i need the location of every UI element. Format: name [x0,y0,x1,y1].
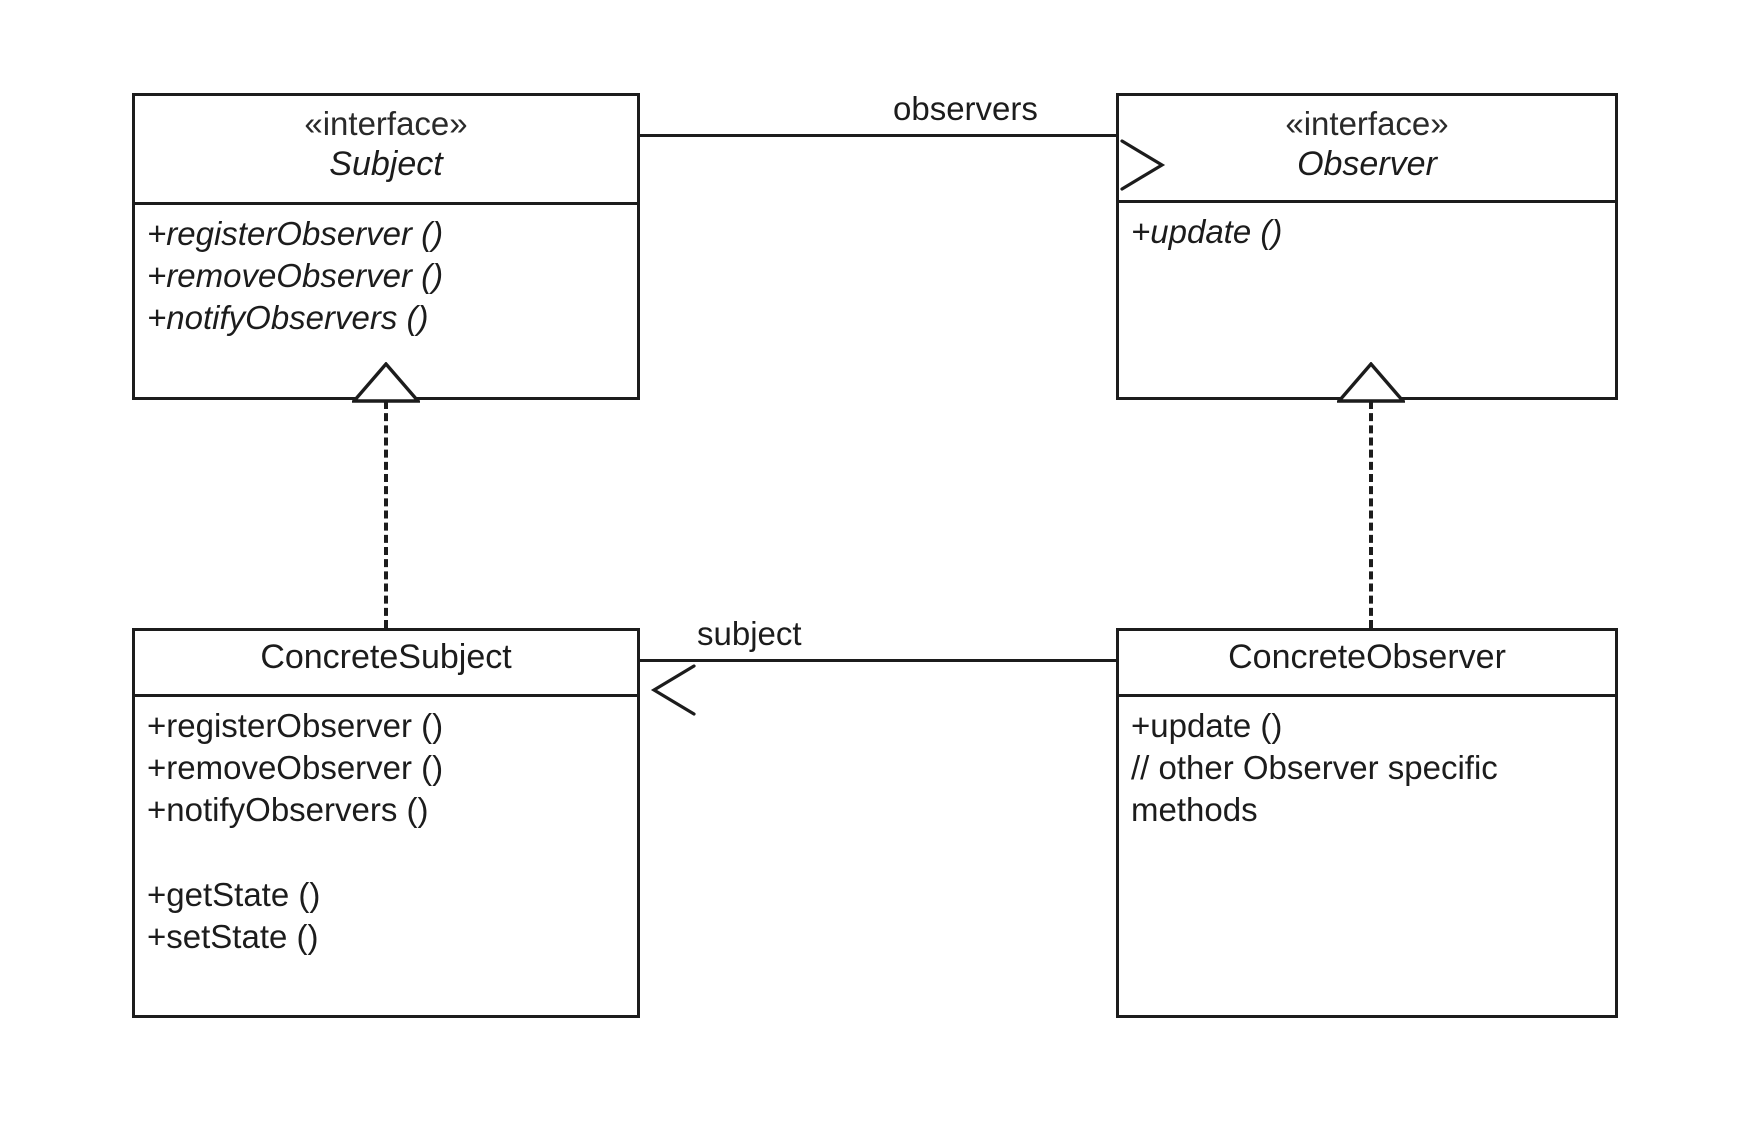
class-member: +notifyObservers () [147,791,429,829]
class-name-concrete-observer: ConcreteObserver [1228,638,1506,676]
class-members-concrete-observer: +update () // other Observer specific me… [1119,697,1615,1015]
class-member: +setState () [147,918,319,956]
association-label-subject: subject [697,615,802,652]
class-member: +notifyObservers () [147,299,429,337]
class-box-observer[interactable]: «interface» Observer +update () [1116,93,1618,400]
class-member: +removeObserver () [147,749,444,787]
association-line-subject [640,659,1116,662]
hollow-triangle-icon-subject-realization [352,362,420,404]
class-member: +removeObserver () [147,257,444,295]
class-member: +getState () [147,875,321,913]
class-members-concrete-subject: +registerObserver () +removeObserver () … [135,697,637,1015]
class-member: // other Observer specific [1131,749,1498,787]
class-members-subject: +registerObserver () +removeObserver () … [135,205,637,397]
stereotype-label-observer: «interface» [1285,105,1449,142]
class-member: +update () [1131,707,1283,744]
class-header-concrete-subject: ConcreteSubject [135,631,637,697]
class-header-subject: «interface» Subject [135,96,637,205]
class-header-observer: «interface» Observer [1119,96,1615,203]
class-box-concrete-subject[interactable]: ConcreteSubject +registerObserver () +re… [132,628,640,1018]
realization-line-observer [1369,401,1373,628]
hollow-triangle-icon-observer-realization [1337,362,1405,404]
class-name-subject: Subject [329,145,443,184]
class-member: +update () [1131,213,1283,250]
class-name-concrete-subject: ConcreteSubject [260,638,512,676]
realization-line-subject [384,401,388,628]
stereotype-label-subject: «interface» [304,105,468,142]
class-header-concrete-observer: ConcreteObserver [1119,631,1615,697]
class-name-observer: Observer [1297,145,1437,184]
class-box-concrete-observer[interactable]: ConcreteObserver +update () // other Obs… [1116,628,1618,1018]
class-member: methods [1131,791,1258,829]
association-label-observers: observers [893,90,1038,127]
class-member: +registerObserver () [147,707,444,744]
association-line-observers [640,134,1116,137]
class-members-observer: +update () [1119,203,1615,397]
class-box-subject[interactable]: «interface» Subject +registerObserver ()… [132,93,640,400]
class-member: +registerObserver () [147,215,444,252]
